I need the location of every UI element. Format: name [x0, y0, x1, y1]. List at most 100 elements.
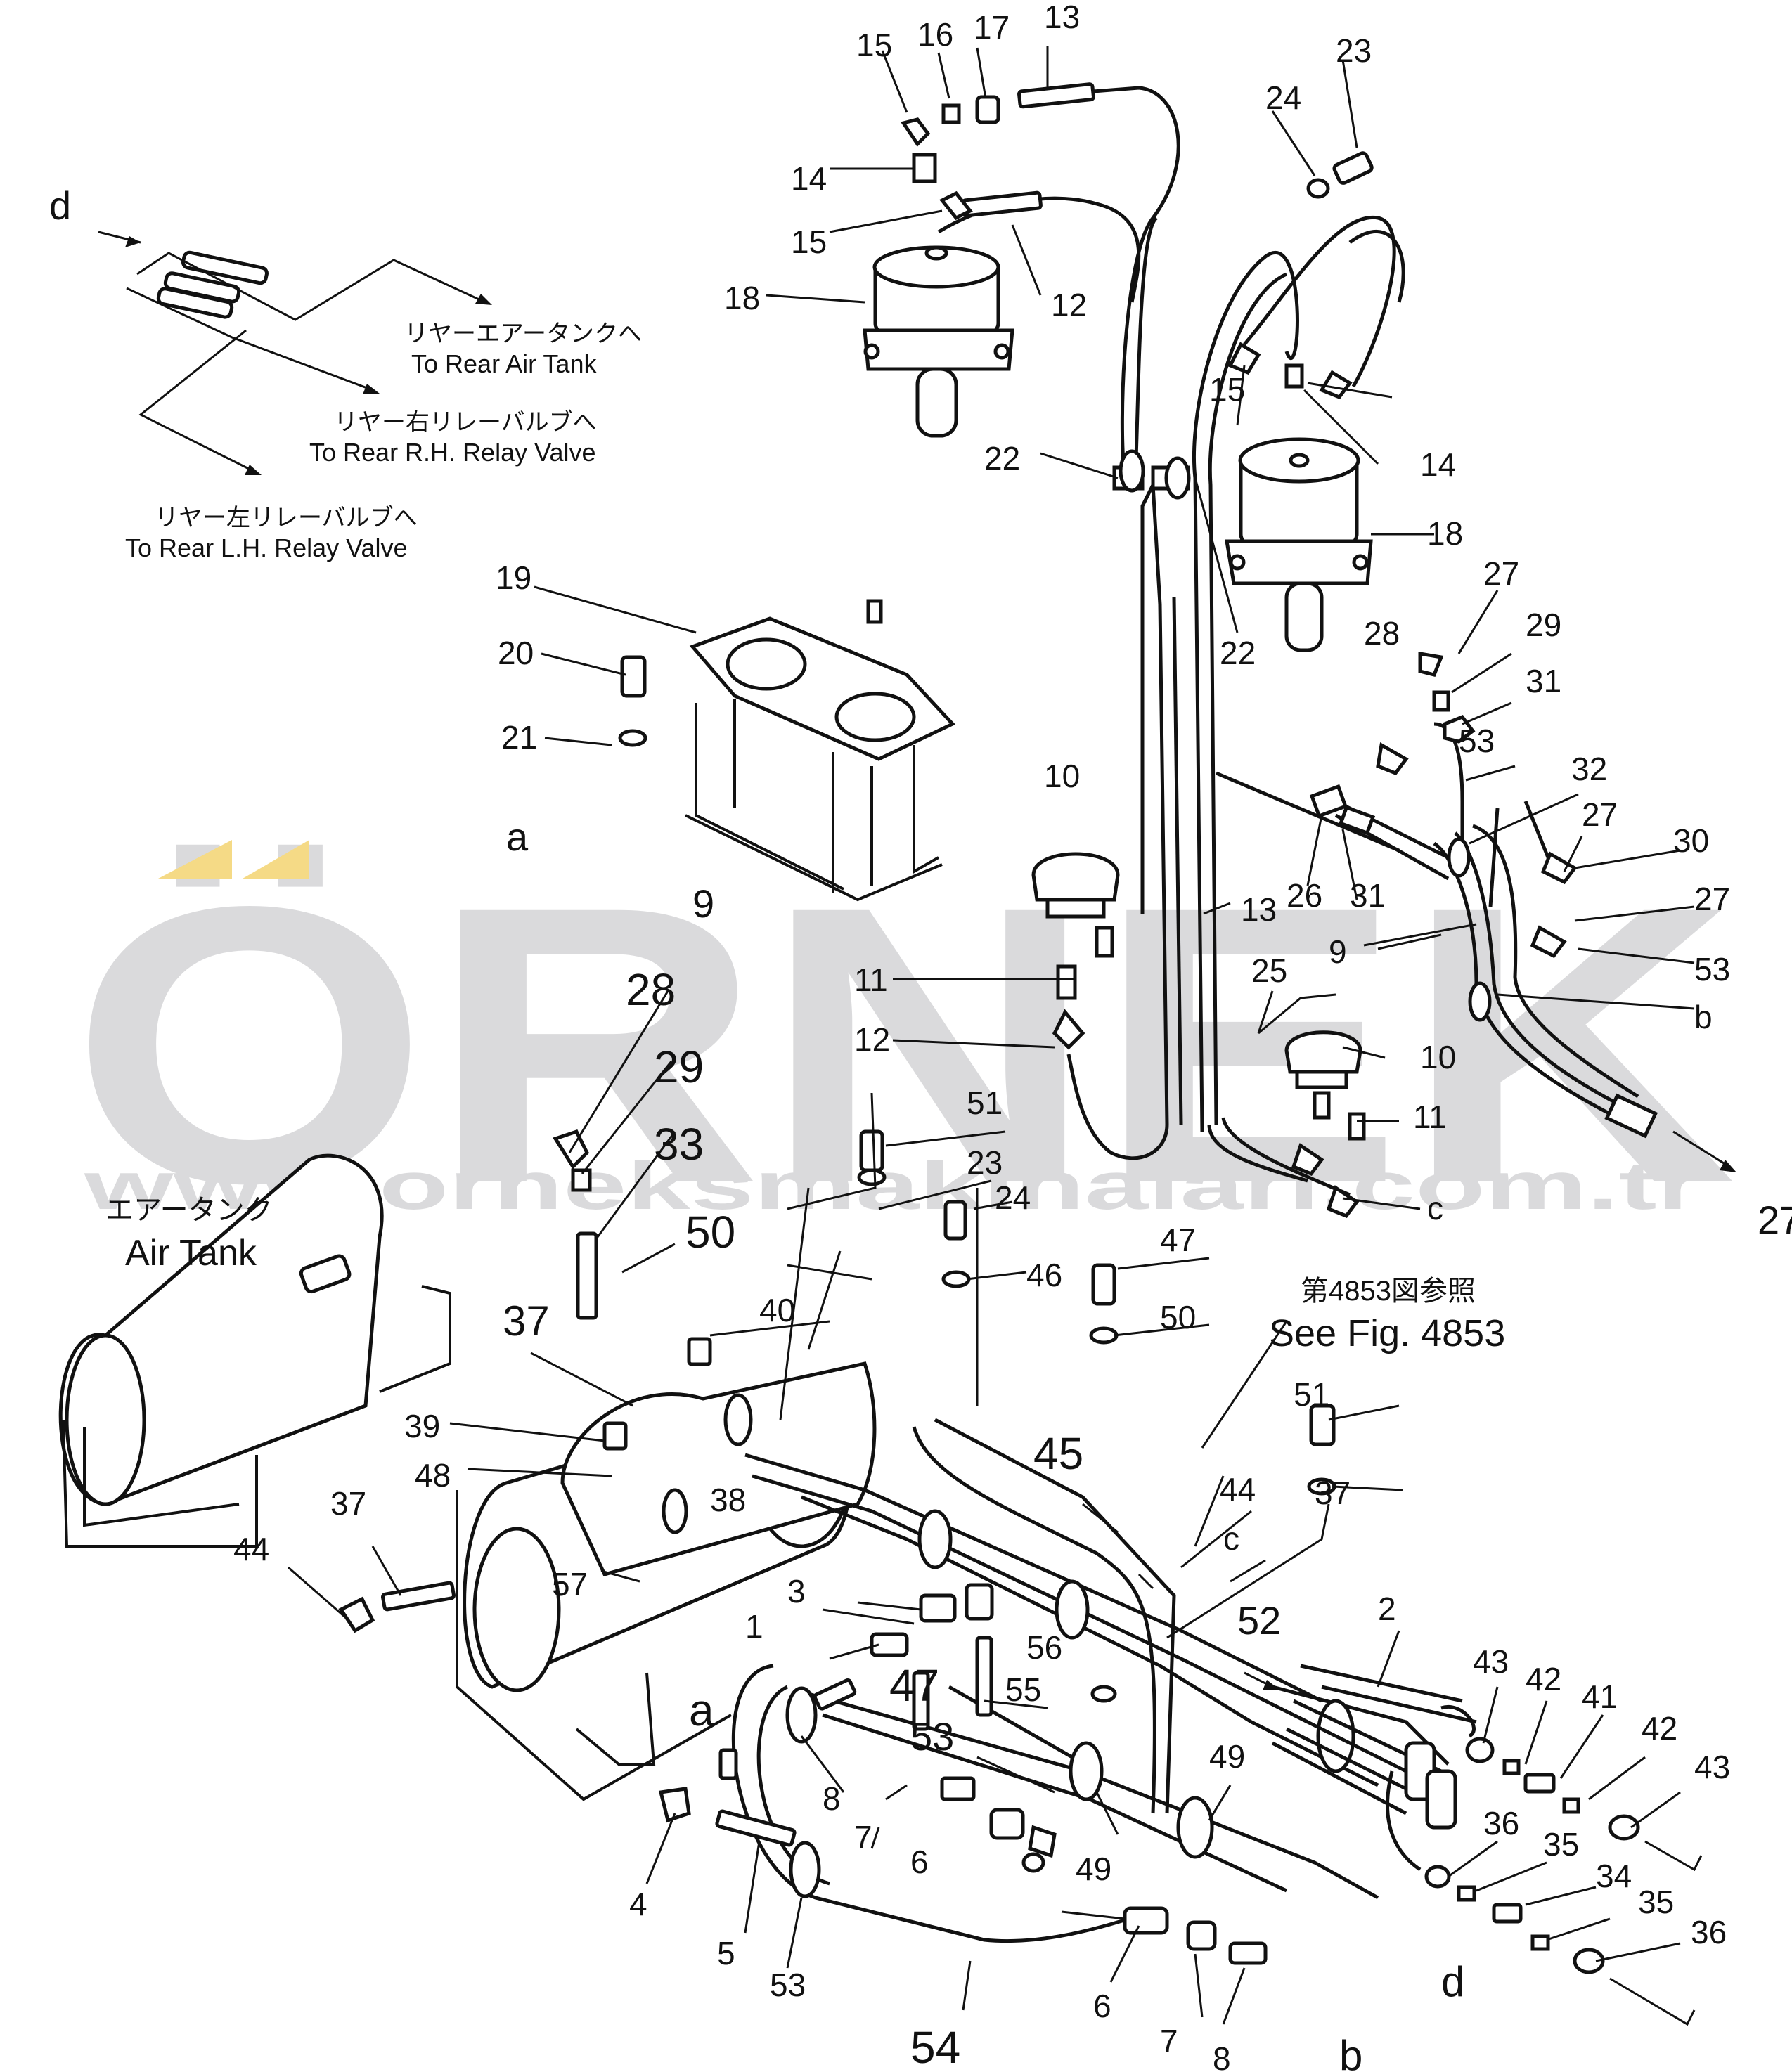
- callout-47: 47: [889, 1660, 939, 1711]
- callout-47: 47: [1160, 1222, 1196, 1258]
- callout-13: 13: [1044, 0, 1080, 35]
- callout-8: 8: [1213, 2040, 1231, 2072]
- callout-12: 12: [1051, 287, 1087, 323]
- callout-23: 23: [967, 1144, 1003, 1181]
- callout-25: 25: [1251, 952, 1287, 989]
- callout-33: 33: [654, 1119, 704, 1170]
- air-tank: [58, 1153, 451, 1548]
- callout-14: 14: [1420, 446, 1456, 483]
- callout-50: 50: [685, 1207, 735, 1257]
- callout-43: 43: [1473, 1643, 1509, 1680]
- leader-lines: [288, 46, 1695, 2025]
- callout-50: 50: [1160, 1299, 1196, 1335]
- callout-1: 1: [745, 1608, 763, 1645]
- callout-22: 22: [984, 440, 1020, 477]
- callout-16: 16: [917, 16, 953, 53]
- callout-17: 17: [974, 9, 1010, 46]
- valve-9-upper: [1031, 852, 1120, 919]
- mounting-bracket: [685, 599, 956, 902]
- destination-notes: リヤーエアータンクへ To Rear Air Tank リヤー右リレーバルブへ …: [125, 320, 642, 562]
- callout-9: 9: [692, 881, 714, 926]
- callout-5: 5: [717, 1935, 735, 1971]
- callout-41: 41: [1582, 1678, 1618, 1715]
- callout-10: 10: [1420, 1039, 1456, 1075]
- note-rear-rh-relay-en: To Rear R.H. Relay Valve: [309, 438, 595, 467]
- note-rear-lh-relay-jp: リヤー左リレーバルブへ: [155, 505, 418, 531]
- callout-36: 36: [1483, 1805, 1519, 1841]
- callout-37: 37: [330, 1485, 366, 1522]
- callout-29: 29: [1526, 607, 1561, 643]
- callout-45: 45: [1033, 1428, 1083, 1479]
- callout-18: 18: [1427, 515, 1463, 552]
- callout-44: 44: [1220, 1471, 1256, 1508]
- callout-51: 51: [967, 1084, 1003, 1121]
- callout-2: 2: [1378, 1591, 1396, 1627]
- callout-28: 28: [1364, 615, 1400, 652]
- callout-8: 8: [823, 1780, 841, 1817]
- see-fig-jp: 第4853図参照: [1301, 1276, 1476, 1307]
- callout-32: 32: [1571, 751, 1607, 787]
- callout-b: b: [1339, 2032, 1362, 2072]
- note-rear-air-tank-jp: リヤーエアータンクへ: [404, 320, 642, 347]
- callout-53: 53: [1694, 951, 1730, 988]
- callout-b: b: [1694, 999, 1713, 1035]
- callout-24: 24: [1265, 79, 1301, 116]
- callout-40: 40: [759, 1292, 795, 1328]
- air-tank-label-en: Air Tank: [125, 1233, 257, 1274]
- callout-7: 7: [854, 1819, 872, 1856]
- callout-43: 43: [1694, 1749, 1730, 1785]
- callout-4: 4: [629, 1886, 647, 1922]
- callout-38: 38: [710, 1482, 746, 1518]
- watermark-accent-right: [243, 840, 309, 879]
- see-fig-note: 第4853図参照 See Fig. 4853: [1269, 1276, 1505, 1354]
- callout-42: 42: [1526, 1661, 1561, 1697]
- note-rear-rh-relay-jp: リヤー右リレーバルブへ: [334, 409, 597, 436]
- callout-6: 6: [910, 1844, 929, 1880]
- see-fig-en: See Fig. 4853: [1269, 1312, 1505, 1354]
- callout-37: 37: [1315, 1475, 1351, 1511]
- callout-37: 37: [503, 1297, 550, 1345]
- callout-11: 11: [1413, 1099, 1447, 1135]
- callout-12: 12: [854, 1021, 890, 1058]
- callout-a: a: [506, 815, 529, 859]
- air-tank-label-jp: エアータンク: [105, 1195, 273, 1226]
- callout-27: 27: [1483, 555, 1519, 592]
- callout-a: a: [689, 1685, 714, 1735]
- callout-18: 18: [724, 280, 760, 316]
- callout-53: 53: [770, 1967, 806, 2003]
- callout-23: 23: [1336, 32, 1372, 69]
- callout-11: 11: [854, 961, 888, 998]
- lower-tank-assembly: [456, 1361, 877, 1801]
- callout-22: 22: [1220, 635, 1256, 671]
- callout-7: 7: [1160, 2023, 1178, 2059]
- callout-39: 39: [404, 1408, 440, 1444]
- callout-c: c: [1223, 1520, 1239, 1557]
- note-rear-lh-relay-en: To Rear L.H. Relay Valve: [125, 533, 408, 562]
- callout-c: c: [1427, 1190, 1443, 1226]
- callout-31: 31: [1350, 877, 1386, 914]
- callout-48: 48: [415, 1457, 451, 1494]
- callout-31: 31: [1526, 663, 1561, 699]
- callout-d: d: [49, 183, 71, 228]
- callout-49: 49: [1209, 1738, 1245, 1775]
- callout-29: 29: [654, 1042, 704, 1092]
- callout-53: 53: [1459, 723, 1495, 759]
- callout-28: 28: [626, 964, 676, 1015]
- callout-30: 30: [1673, 822, 1709, 859]
- callout-27: 27: [1758, 1198, 1792, 1242]
- callout-53: 53: [910, 1714, 954, 1759]
- note-rear-air-tank-en: To Rear Air Tank: [411, 349, 597, 378]
- watermark-accent-left: [158, 840, 232, 879]
- hose-bundle-52: [1244, 1671, 1476, 1872]
- destination-arrows: [98, 231, 492, 475]
- callout-27: 27: [1694, 881, 1730, 917]
- callout-20: 20: [498, 635, 534, 671]
- callout-14: 14: [791, 160, 827, 197]
- callout-24: 24: [995, 1179, 1031, 1216]
- callout-6: 6: [1093, 1988, 1111, 2024]
- callout-46: 46: [1026, 1257, 1062, 1293]
- callout-35: 35: [1638, 1884, 1674, 1920]
